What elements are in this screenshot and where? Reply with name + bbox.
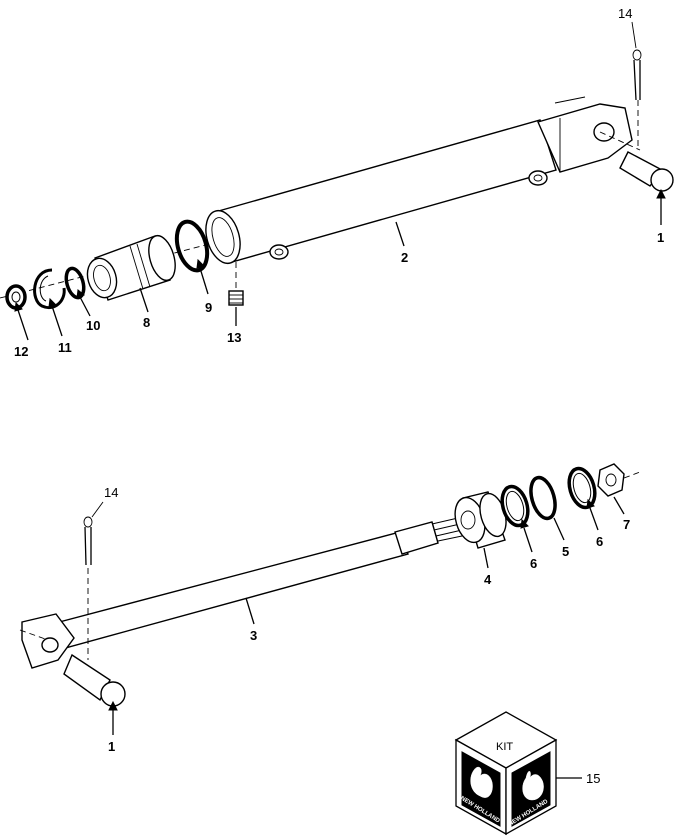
- cotter-pin-bottom: [83, 501, 104, 660]
- callout-1-bottom: 1: [108, 739, 115, 754]
- callout-labels: 1 2 8 9 10 11 12 13 14 14 3 4 6 5 6 7 1 …: [14, 6, 664, 786]
- gland: [86, 234, 176, 301]
- callout-8: 8: [143, 315, 150, 330]
- callout-9: 9: [205, 300, 212, 315]
- plug-13: [228, 262, 244, 306]
- callout-13: 13: [227, 330, 241, 345]
- callout-7: 7: [623, 517, 630, 532]
- callout-6a: 6: [530, 556, 537, 571]
- callout-10: 10: [86, 318, 100, 333]
- clevis-pin-bottom: [63, 653, 126, 735]
- new-holland-logo-right: NEW HOLLAND: [508, 751, 551, 828]
- callout-12: 12: [14, 344, 28, 359]
- callout-4: 4: [484, 572, 492, 587]
- o-ring-5: [529, 475, 557, 521]
- callout-14-bottom: 14: [104, 485, 118, 500]
- clevis-pin-top: [619, 151, 674, 225]
- snap-ring-11: [33, 268, 66, 309]
- callout-15: 15: [586, 771, 600, 786]
- backup-ring-6a: [500, 484, 530, 528]
- o-ring-9: [174, 219, 210, 273]
- piston-4: [454, 491, 507, 549]
- kit-box: KIT NEW HOLLAND NEW HOLLAND: [454, 711, 558, 836]
- callout-6b: 6: [596, 534, 603, 549]
- callout-14-top: 14: [618, 6, 632, 21]
- cylinder-barrel: [0, 96, 641, 299]
- callout-2: 2: [401, 250, 408, 265]
- callout-11: 11: [58, 340, 72, 355]
- cotter-pin-top: [631, 21, 642, 150]
- callout-5: 5: [562, 544, 569, 559]
- callout-1-top: 1: [657, 230, 664, 245]
- leader-lines: [14, 221, 625, 779]
- kit-label: KIT: [496, 741, 513, 753]
- backup-ring-6b: [567, 466, 597, 510]
- callout-3: 3: [250, 628, 257, 643]
- piston-rod: [19, 517, 463, 669]
- hex-nut-7: [597, 463, 641, 497]
